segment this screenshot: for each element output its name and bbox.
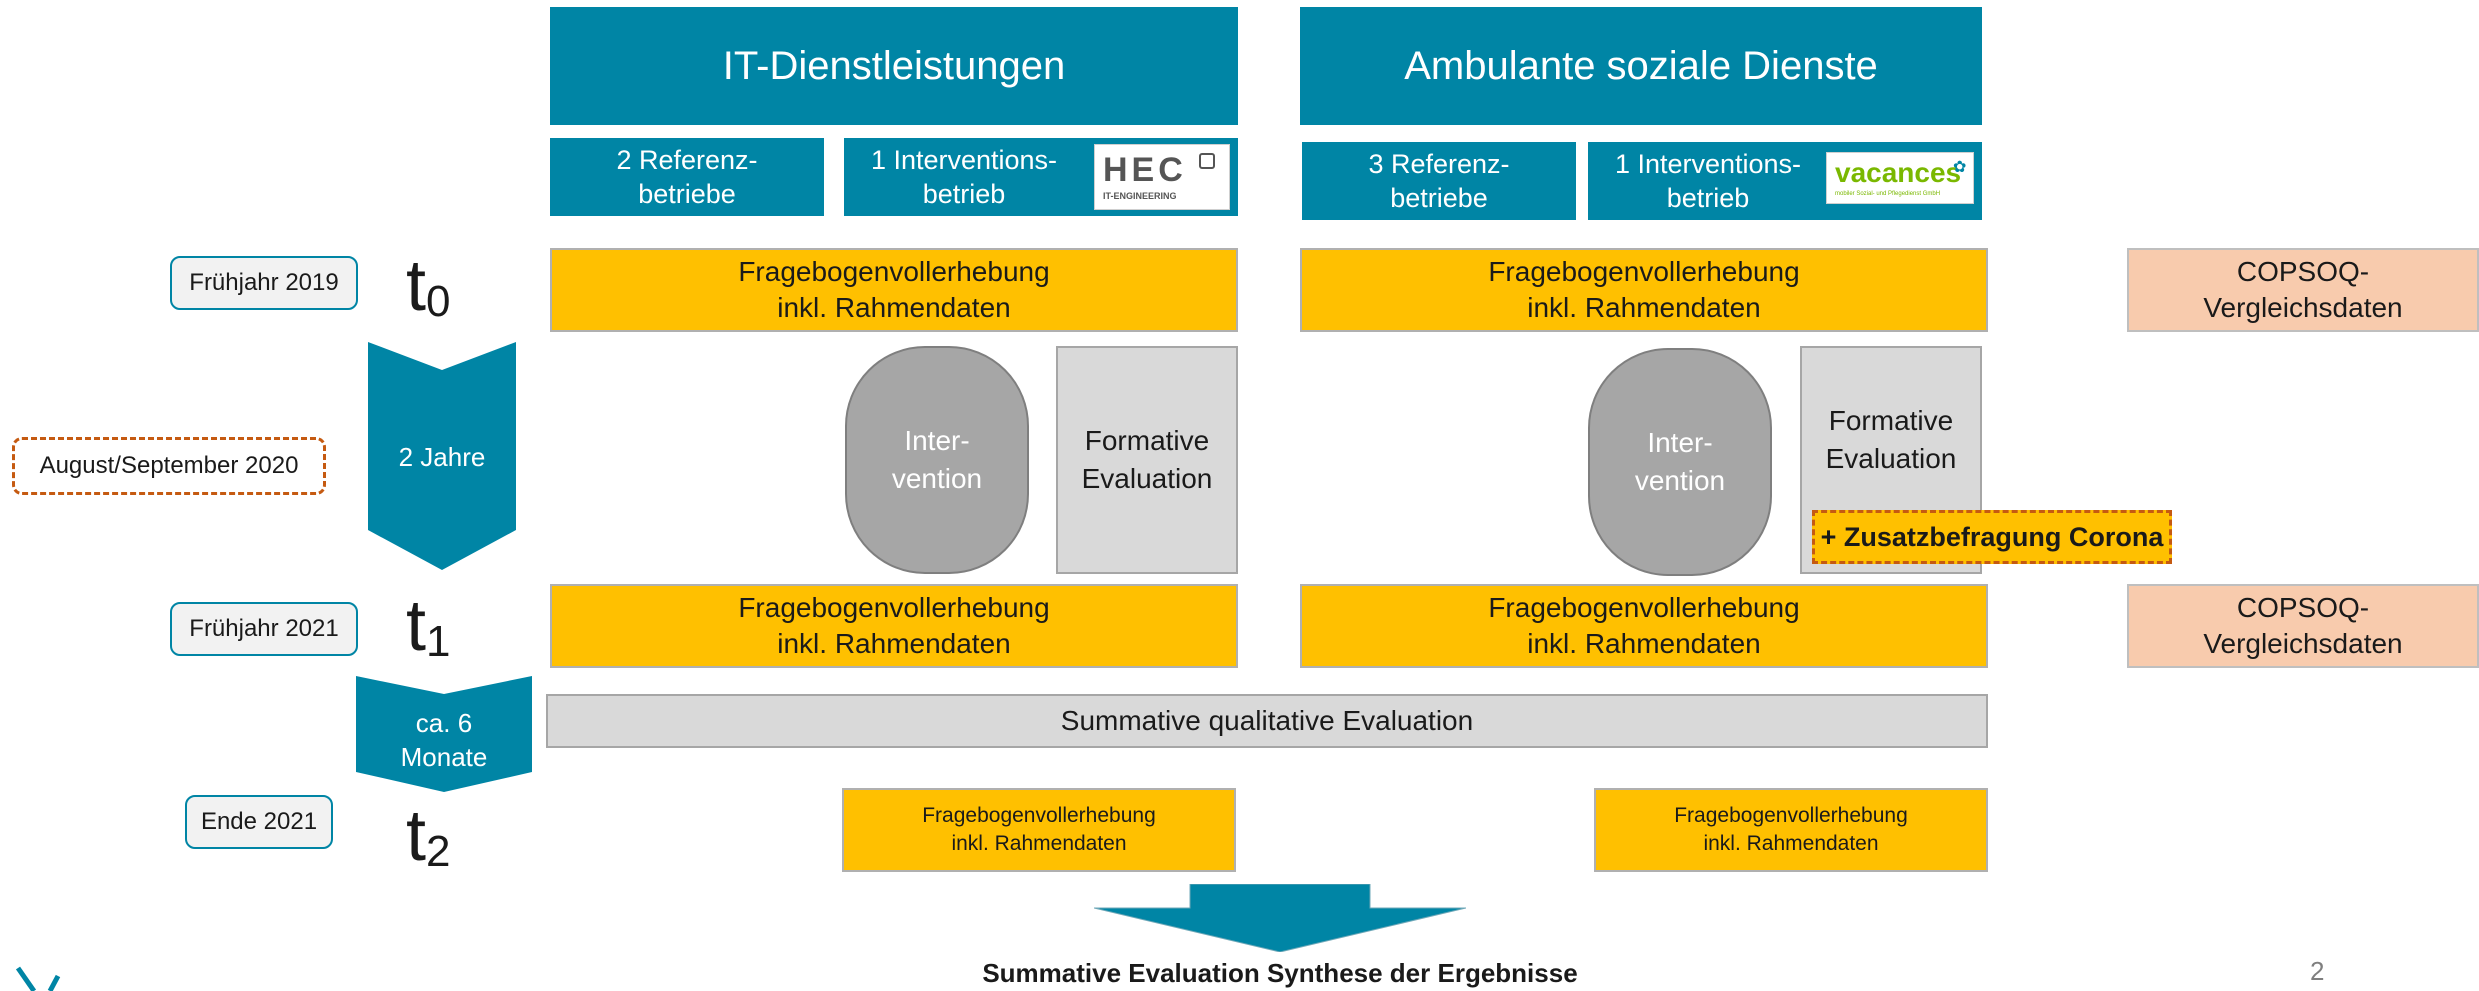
t1-index: 1 (426, 617, 451, 666)
t1-letter: t (406, 586, 427, 666)
t0-index: 0 (426, 277, 451, 326)
intervention-oval-it: Inter- vention (845, 346, 1029, 574)
t0-letter: t (406, 246, 427, 326)
survey-t1-it: Fragebogenvollerhebung inkl. Rahmendaten (550, 584, 1238, 668)
chevron-arrow-6-monate (356, 676, 532, 792)
survey-t2-it: Fragebogenvollerhebung inkl. Rahmendaten (842, 788, 1236, 872)
t2-index: 2 (426, 827, 451, 876)
hec-logo-mark (1199, 153, 1215, 169)
formative-evaluation-it: Formative Evaluation (1056, 346, 1238, 574)
t0-label: t0 (406, 250, 451, 324)
pill-fruehjahr-2019: Frühjahr 2019 (170, 256, 358, 310)
survey-t0-it: Fragebogenvollerhebung inkl. Rahmendaten (550, 248, 1238, 332)
pill-august-september-2020: August/September 2020 (12, 437, 326, 495)
copsoq-t1: COPSOQ- Vergleichsdaten (2127, 584, 2479, 668)
corner-logo-icon (15, 966, 61, 991)
it-interventionsbetrieb: 1 Interventions- betrieb HEC IT-ENGINEER… (844, 138, 1238, 216)
header-it-dienstleistungen: IT-Dienstleistungen (550, 7, 1238, 125)
pill-fruehjahr-2021: Frühjahr 2021 (170, 602, 358, 656)
vacances-logo-subtext: mobiler Sozial- und Pflegedienst GmbH (1835, 191, 1941, 197)
synthesis-down-arrow (1094, 884, 1466, 952)
summative-qualitative-evaluation-bar: Summative qualitative Evaluation (546, 694, 1988, 748)
t1-label: t1 (406, 590, 451, 664)
survey-t1-asd: Fragebogenvollerhebung inkl. Rahmendaten (1300, 584, 1988, 668)
hec-logo: HEC IT-ENGINEERING (1094, 144, 1230, 210)
header-ambulante-soziale-dienste: Ambulante soziale Dienste (1300, 7, 1982, 125)
it-interventionsbetrieb-label: 1 Interventions- betrieb (870, 145, 1058, 209)
page-number: 2 (2310, 956, 2325, 986)
it-referenzbetriebe: 2 Referenz- betriebe (550, 138, 824, 216)
hec-logo-subtext: IT-ENGINEERING (1103, 191, 1177, 201)
asd-interventionsbetrieb-label: 1 Interventions- betrieb (1614, 149, 1802, 213)
asd-referenzbetriebe: 3 Referenz- betriebe (1302, 142, 1576, 220)
vacances-logo-text: vacances (1835, 157, 1962, 188)
pill-ende-2021: Ende 2021 (185, 795, 333, 849)
vacances-logo: vacances ✿ mobiler Sozial- und Pflegedie… (1826, 152, 1974, 204)
t2-letter: t (406, 796, 427, 876)
survey-t2-asd: Fragebogenvollerhebung inkl. Rahmendaten (1594, 788, 1988, 872)
flower-icon: ✿ (1953, 159, 1967, 176)
intervention-oval-asd: Inter- vention (1588, 348, 1772, 576)
copsoq-t0: COPSOQ- Vergleichsdaten (2127, 248, 2479, 332)
t2-label: t2 (406, 800, 451, 874)
chevron-arrow-2-jahre (368, 342, 516, 570)
zusatzbefragung-corona-box: + Zusatzbefragung Corona (1812, 510, 2172, 564)
arrow-label-6-monate: ca. 6 Monate (400, 708, 488, 772)
survey-t0-asd: Fragebogenvollerhebung inkl. Rahmendaten (1300, 248, 1988, 332)
bottom-caption: Summative Evaluation Synthese der Ergebn… (982, 957, 1578, 988)
hec-logo-text: HEC (1103, 151, 1187, 189)
asd-interventionsbetrieb: 1 Interventions- betrieb vacances ✿ mobi… (1588, 142, 1982, 220)
arrow-label-2-jahre: 2 Jahre (398, 441, 486, 472)
